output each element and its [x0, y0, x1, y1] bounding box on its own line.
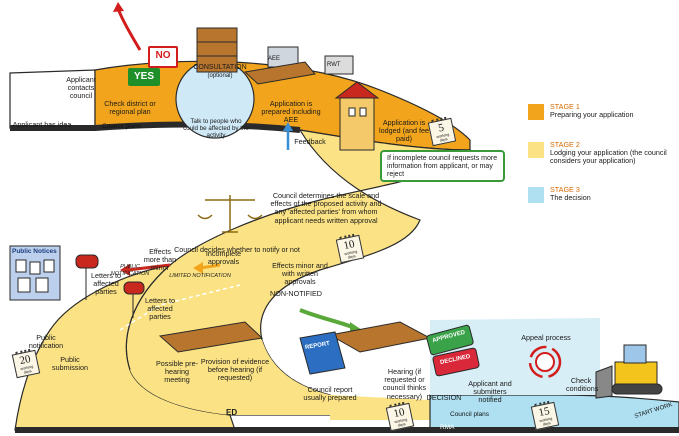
calendar-15-days: 15 working days — [530, 400, 560, 431]
prehearing-table — [158, 321, 264, 353]
council-plans-bottom: Council plans — [450, 411, 490, 418]
legend-title: STAGE 2 — [550, 140, 580, 149]
scales-of-justice — [197, 195, 263, 233]
calendar-10-days-a: 10 working days — [335, 233, 365, 264]
label-non-notified: NON-NOTIFIED — [270, 289, 322, 298]
label-council-decides: Council decides whether to notify or not — [174, 245, 300, 254]
calendar-10-days-b: 10 working days — [385, 401, 415, 432]
no-badge: NO — [148, 46, 178, 68]
incomplete-note: If incomplete council requests more info… — [380, 150, 505, 182]
label-effects-minor: Effects minor and with written approvals — [272, 261, 328, 287]
aee-sign: AEE — [268, 56, 281, 62]
label-applicant-contacts: Applicant contacts council — [66, 75, 96, 101]
label-council-determines: Council determines the scale and effects… — [270, 191, 382, 225]
declined-stamp-bg — [432, 347, 480, 377]
legend-desc: Preparing your application — [550, 110, 634, 119]
label-application-lodged: Application is lodged (and fee paid) — [379, 118, 429, 144]
label-hearing: Hearing (if requested or council thinks … — [382, 367, 427, 401]
rma-bottom: RMA — [440, 424, 455, 431]
limited-notification-arrow — [199, 263, 221, 270]
limited-arrow-head — [193, 262, 203, 274]
approved-stamp-bg — [426, 324, 474, 356]
label-decision: DECISION — [426, 393, 462, 402]
label-public-submission: Public submission — [52, 355, 88, 373]
public-notices-title: Public Notices — [12, 248, 57, 255]
label-consultation-optional: (optional) — [207, 73, 233, 79]
bulldozer — [595, 344, 663, 399]
legend-stage-2: STAGE 2 Lodging your application (the co… — [528, 140, 673, 176]
no-arrow-head — [113, 2, 124, 12]
label-appeal-process: Appeal process — [521, 333, 571, 342]
label-applicant-has-idea: Applicant has idea — [12, 120, 72, 129]
bookshelf — [196, 27, 238, 73]
label-consultation-title: CONSULTATION — [193, 64, 247, 71]
legend-swatch — [528, 104, 544, 120]
office-desk — [243, 46, 316, 85]
legend-desc: The decision — [550, 193, 591, 202]
rma-top: RMA — [108, 132, 123, 139]
public-arrow-head — [120, 264, 130, 276]
label-letters-1: Letters to affected parties — [91, 271, 121, 297]
legend-swatch — [528, 142, 544, 158]
stage2-right-lane — [130, 340, 430, 420]
label-letters-2: Letters to affected parties — [145, 296, 175, 322]
yes-badge: YES — [128, 68, 160, 86]
label-check-plan: Check district or regional plan — [104, 99, 156, 117]
calendar-20-days: 20 working days — [11, 348, 41, 379]
label-feedback: Feedback — [294, 137, 326, 146]
label-limited-notification: LIMITED NOTIFICATION — [169, 273, 231, 279]
limited-notification-path — [119, 284, 241, 331]
council-building — [334, 81, 380, 151]
rwt-sign: RWT — [327, 62, 341, 68]
label-public-notification: Public notification — [28, 333, 64, 351]
label-council-report: Council report usually prepared — [303, 385, 357, 403]
legend-desc: Lodging your application (the council co… — [550, 148, 667, 166]
label-incomplete-approvals: Incomplete approvals — [205, 249, 242, 267]
legend-title: STAGE 3 — [550, 185, 580, 194]
label-public-notification-road: PUBLIC NOTIFICATION — [110, 264, 150, 277]
label-application-prepared: Application is prepared including AEE — [261, 99, 321, 125]
non-notified-arrow — [299, 308, 356, 330]
public-notices-board — [9, 245, 61, 301]
no-arrow — [116, 7, 142, 51]
council-plans-top: Council plans — [102, 123, 142, 130]
stop-sign — [535, 352, 555, 372]
public-notification-arrow — [127, 263, 171, 272]
legend-swatch — [528, 187, 544, 203]
label-applicant-submitters: Applicant and submitters notified — [468, 379, 512, 405]
label-check-conditions: Check conditions — [566, 376, 599, 394]
mailbox-2 — [123, 281, 145, 318]
calendar-5-days: 5 working days — [427, 116, 457, 147]
mailbox-1 — [75, 254, 99, 300]
label-consultation-desc: Talk to people who could be affected by … — [183, 118, 249, 139]
label-possible-prehearing: Possible pre-hearing meeting — [156, 359, 198, 385]
ed-badge-text: ED — [226, 408, 238, 417]
road-edge-top — [10, 121, 301, 133]
report-book — [299, 331, 346, 375]
label-provision-evidence: Provision of evidence before hearing (if… — [200, 357, 270, 383]
legend-stage-1: STAGE 1 Preparing your application — [528, 102, 673, 126]
printer — [324, 55, 354, 75]
legend-stage-3: STAGE 3 The decision — [528, 185, 673, 209]
legend-title: STAGE 1 — [550, 102, 580, 111]
feedback-arrow-head — [283, 122, 293, 131]
label-effects-more: Effects more than minor — [143, 247, 177, 273]
appeal-circle — [528, 345, 562, 379]
